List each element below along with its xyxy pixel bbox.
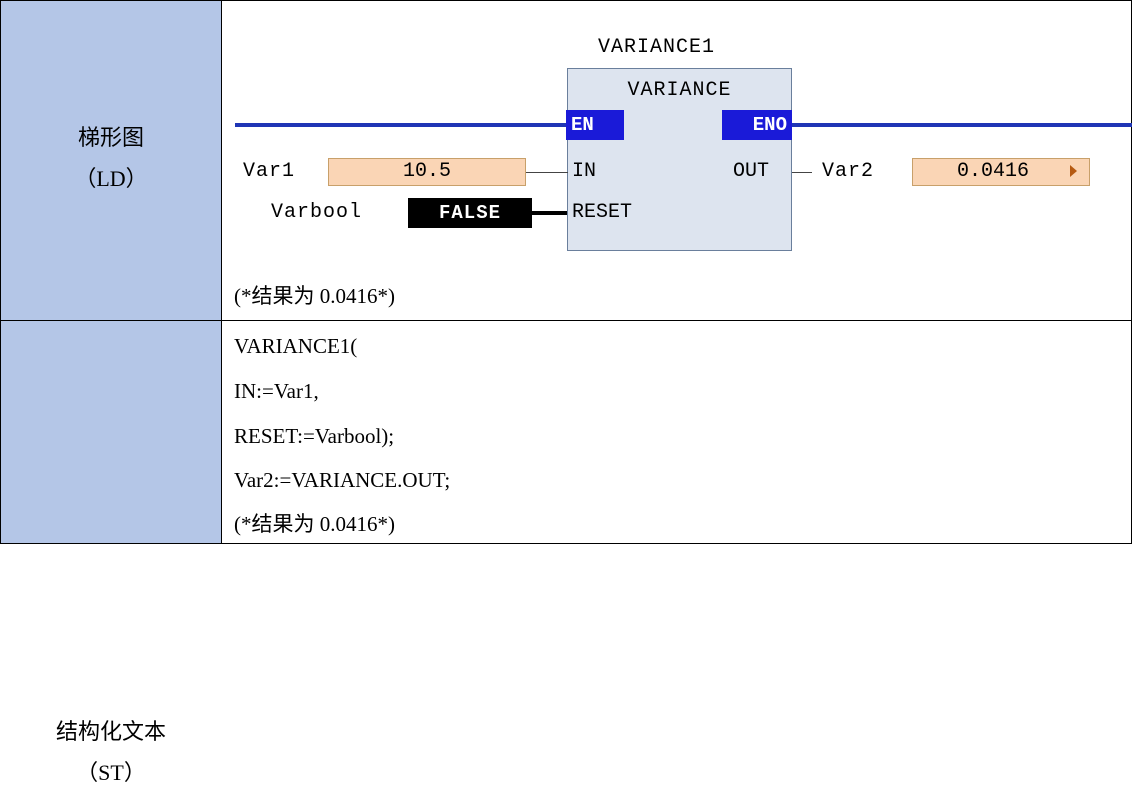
label-cell-ld: 梯形图 （LD） (0, 0, 222, 320)
label-st-main: 结构化文本 (55, 720, 166, 745)
pin-reset: RESET (572, 201, 633, 224)
st-line: Var2:=VARIANCE.OUT; (234, 468, 451, 492)
var-out-value-field[interactable]: 0.0416 (912, 158, 1090, 186)
wire-out (792, 172, 812, 173)
label-ld-sub: （LD） (74, 166, 148, 191)
fb-instance-name: VARIANCE1 (598, 36, 716, 59)
wire-in (526, 172, 568, 173)
var-in-value-field[interactable]: 10.5 (328, 158, 526, 186)
function-block[interactable]: VARIANCE (567, 68, 792, 251)
var-in-name: Var1 (243, 160, 296, 183)
st-line: VARIANCE1( (234, 334, 358, 358)
content-cell-st (222, 320, 1132, 544)
expand-arrow-icon[interactable] (1070, 165, 1077, 177)
pin-out: OUT (733, 160, 770, 183)
var-out-value: 0.0416 (956, 160, 1029, 183)
st-line: (*结果为 0.0416*) (234, 512, 395, 536)
pin-en: EN (566, 110, 624, 140)
label-ld-main: 梯形图 (77, 126, 144, 151)
fb-function-name: VARIANCE (627, 79, 732, 102)
var-reset-name: Varbool (271, 201, 363, 224)
label-cell-st: 结构化文本 （ST） (0, 320, 222, 784)
pin-eno: ENO (722, 110, 792, 140)
var-reset-value-field[interactable]: FALSE (408, 198, 532, 228)
st-line: RESET:=Varbool); (234, 424, 395, 448)
wire-reset (532, 211, 567, 215)
table-row-divider (0, 320, 1132, 321)
table-border-left (0, 0, 1, 544)
ld-comment: (*结果为 0.0416*) (234, 284, 395, 308)
table-border-top (0, 0, 1132, 1)
st-line: IN:=Var1, (234, 379, 319, 403)
pin-in: IN (572, 160, 597, 183)
var-out-name: Var2 (822, 160, 875, 183)
label-st-sub: （ST） (76, 760, 146, 785)
